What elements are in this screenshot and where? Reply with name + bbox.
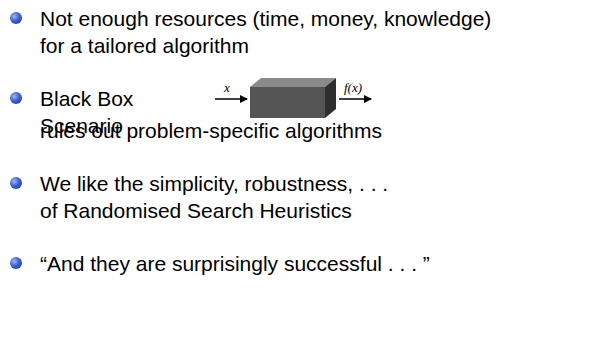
box-front xyxy=(250,87,325,118)
box-top xyxy=(250,78,336,87)
bullet xyxy=(10,257,22,269)
bullet-text: rules out problem-specific algorithms xyxy=(40,117,540,144)
bullet xyxy=(10,12,22,24)
output-arrow xyxy=(339,98,371,100)
input-arrow xyxy=(215,98,247,100)
input-label: x xyxy=(224,80,244,95)
box-side xyxy=(325,78,336,118)
bullet-text: We like the simplicity, robustness, . . … xyxy=(40,170,410,224)
bullet-text: Not enough resources (time, money, knowl… xyxy=(40,5,510,59)
output-label: f(x) xyxy=(344,80,384,95)
bullet xyxy=(10,177,22,189)
bullet-text: “And they are surprisingly successful . … xyxy=(40,250,580,277)
bullet xyxy=(10,92,22,104)
